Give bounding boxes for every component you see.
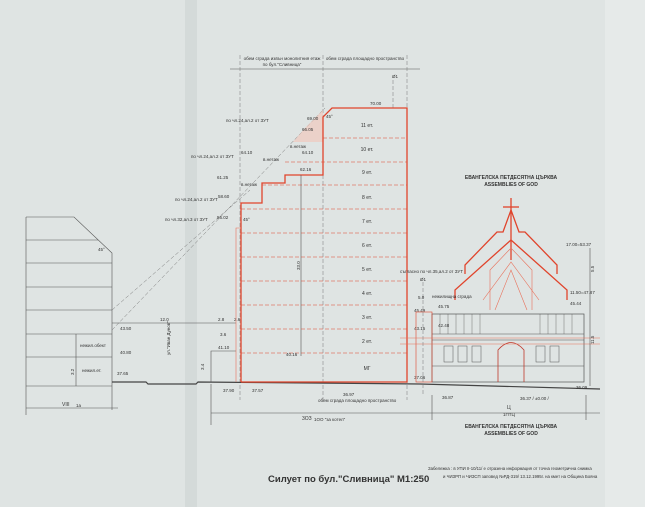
- floor-label: 7 ет.: [362, 219, 372, 225]
- street-label: ул."Иван Дунов": [166, 321, 171, 355]
- setback-label: в.нетаж: [263, 157, 279, 162]
- left-label-2: нежил.ет.: [82, 368, 102, 373]
- note-line-1: Забележка : в УПИ II-10/11/ е отразена и…: [428, 466, 592, 471]
- left-label-1: нежил.обект: [80, 343, 106, 348]
- angle-45: 45°: [243, 217, 250, 222]
- dim-36: 3.6: [220, 332, 227, 337]
- dim-height-33: 33.0: [296, 261, 301, 270]
- elev-3757: 37.57: [252, 388, 264, 393]
- elev-6216: 62.16: [300, 167, 312, 172]
- church-zone: Ц: [507, 405, 511, 411]
- elev-4080: 40.80: [120, 350, 132, 355]
- elev-4544: 45.44: [570, 301, 582, 306]
- elev-4016: 40.16: [286, 352, 298, 357]
- dim-50: 5.0: [418, 295, 425, 300]
- header-right: обем сграда площадно пространство: [326, 56, 405, 61]
- elevations: 70.00 69.00 66.05 64.10 64.10 62.16 61.2…: [117, 101, 595, 401]
- elev-3609: 36.09: [576, 385, 588, 390]
- floor-label: 5 ет.: [362, 267, 372, 273]
- bottom-dimensions: обем сграда площадно пространство 3ОЗ 1О…: [210, 384, 600, 437]
- church-zone-sub: 1ПТЦ: [503, 412, 515, 417]
- dim-115: 11.5: [590, 335, 595, 344]
- setback-label: в.нетаж: [290, 144, 306, 149]
- church-title-bottom: ЕВАНГЕЛСКА ПЕТДЕСЯТНА ЦЪРКВА: [465, 424, 558, 430]
- ground-line: [112, 381, 601, 390]
- elev-1700: 17.00=53.37: [566, 242, 592, 247]
- elev-70: 70.00: [370, 101, 382, 106]
- dim-55: 5.5: [590, 265, 595, 272]
- elev-5602: 56.02: [217, 215, 229, 220]
- note-line-2: и ЧИЗРП и ЧИЗСП заповед №РД-319/ 13.12.1…: [443, 474, 598, 479]
- floor-label: 11 ет.: [361, 123, 373, 129]
- header: обем сграда извън монолитния етаж по бул…: [230, 55, 420, 400]
- left-building: 45° нежил.обект нежил.ет. 3.2 VIII 1a: [25, 216, 118, 415]
- drawing-title: Силует по бул."Сливница" М1:250: [268, 474, 429, 485]
- bottom-dim-label: обем сграда площадно пространство: [318, 398, 397, 403]
- floor-label: 3 ет.: [362, 315, 372, 321]
- rule-label: по чл.32,ал.3 от ЗУТ: [165, 217, 208, 222]
- floor-label: 4 ет.: [362, 291, 372, 297]
- elev-4350: 43.50: [120, 326, 132, 331]
- elev-4315: 43.15: [414, 326, 426, 331]
- elev-6410a: 64.10: [241, 150, 253, 155]
- floor-label: 8 ет.: [362, 195, 372, 201]
- elev-4248: 42.48: [438, 323, 450, 328]
- axis-mark-church: Ø1: [420, 277, 427, 282]
- elev-5860: 58.60: [218, 194, 230, 199]
- rule-label: по чл.24,ал.2 от ЗУТ: [226, 118, 269, 123]
- zone-viii: VIII: [62, 402, 70, 408]
- floor-label: МГ: [364, 366, 371, 372]
- elev-1150: 11.50=47.87: [570, 290, 595, 295]
- elev-3765: 37.65: [117, 371, 129, 376]
- elev-3687: 36.87: [442, 395, 454, 400]
- header-left: обем сграда извън монолитния етаж: [244, 56, 321, 61]
- rule-label: по чл.24,ал.2 от ЗУТ: [175, 197, 218, 202]
- setback-label: в.нетаж: [241, 182, 257, 187]
- elev-6410b: 64.10: [302, 150, 314, 155]
- floor-label: 2 ет.: [362, 339, 372, 345]
- angle-45: 45°: [326, 114, 333, 119]
- elev-4575: 45.75: [438, 304, 450, 309]
- paper-edge: [605, 0, 645, 507]
- elev-4549: 45.49: [414, 308, 426, 313]
- dim-12: 12.0: [160, 317, 169, 322]
- church-title-en-bottom: ASSEMBLIES OF GOD: [484, 431, 538, 437]
- dim-32: 3.2: [70, 368, 75, 375]
- elev-3790: 37.90: [223, 388, 235, 393]
- paper-fold: [185, 0, 197, 507]
- floor-label: 10 ет.: [361, 147, 374, 153]
- dim-26: 2.6: [234, 317, 241, 322]
- zone-main: 3ОЗ: [302, 416, 312, 422]
- zone-main-sub: 1ОО "за котел": [314, 417, 346, 422]
- rule-label: по чл.24,ал.2 от ЗУТ: [191, 154, 234, 159]
- elev-6605: 66.05: [302, 127, 314, 132]
- elev-3697: 36.97: [343, 392, 355, 397]
- church-title: ЕВАНГЕЛСКА ПЕТДЕСЯТНА ЦЪРКВА: [465, 175, 558, 181]
- elev-3706: 37.06: [414, 375, 426, 380]
- elev-69: 69.00: [307, 116, 319, 121]
- church: ЕВАНГЕЛСКА ПЕТДЕСЯТНА ЦЪРКВА ASSEMBLIES …: [400, 175, 600, 395]
- header-left-2: по бул."Сливница": [263, 62, 302, 67]
- rule-label: съгласно по чл.35,ал.2 от ЗУТ: [400, 269, 463, 274]
- church-title-en: ASSEMBLIES OF GOD: [484, 182, 538, 188]
- zone-viii-sub: 1a: [76, 403, 82, 408]
- rule-labels: по чл.24,ал.2 от ЗУТ по чл.24,ал.2 от ЗУ…: [165, 118, 463, 274]
- angle-45-left: 45°: [98, 247, 105, 252]
- dim-34: 3.4: [200, 363, 205, 370]
- elev-6125: 61.25: [217, 175, 229, 180]
- floor-label: 9 ет.: [362, 170, 372, 176]
- floor-label: 6 ет.: [362, 243, 372, 249]
- neighbor-label: нежилищна сграда: [432, 294, 472, 299]
- elev-3637: 36.37 / ±0.00 /: [520, 396, 549, 401]
- axis-mark-top: Ø1: [392, 74, 399, 79]
- dim-28: 2.8: [218, 317, 225, 322]
- main-building: 33.0 11 ет. 10 ет. 9 ет. 8 ет. 7 ет. 6 е…: [235, 107, 408, 383]
- elev-4110: 41.10: [218, 345, 230, 350]
